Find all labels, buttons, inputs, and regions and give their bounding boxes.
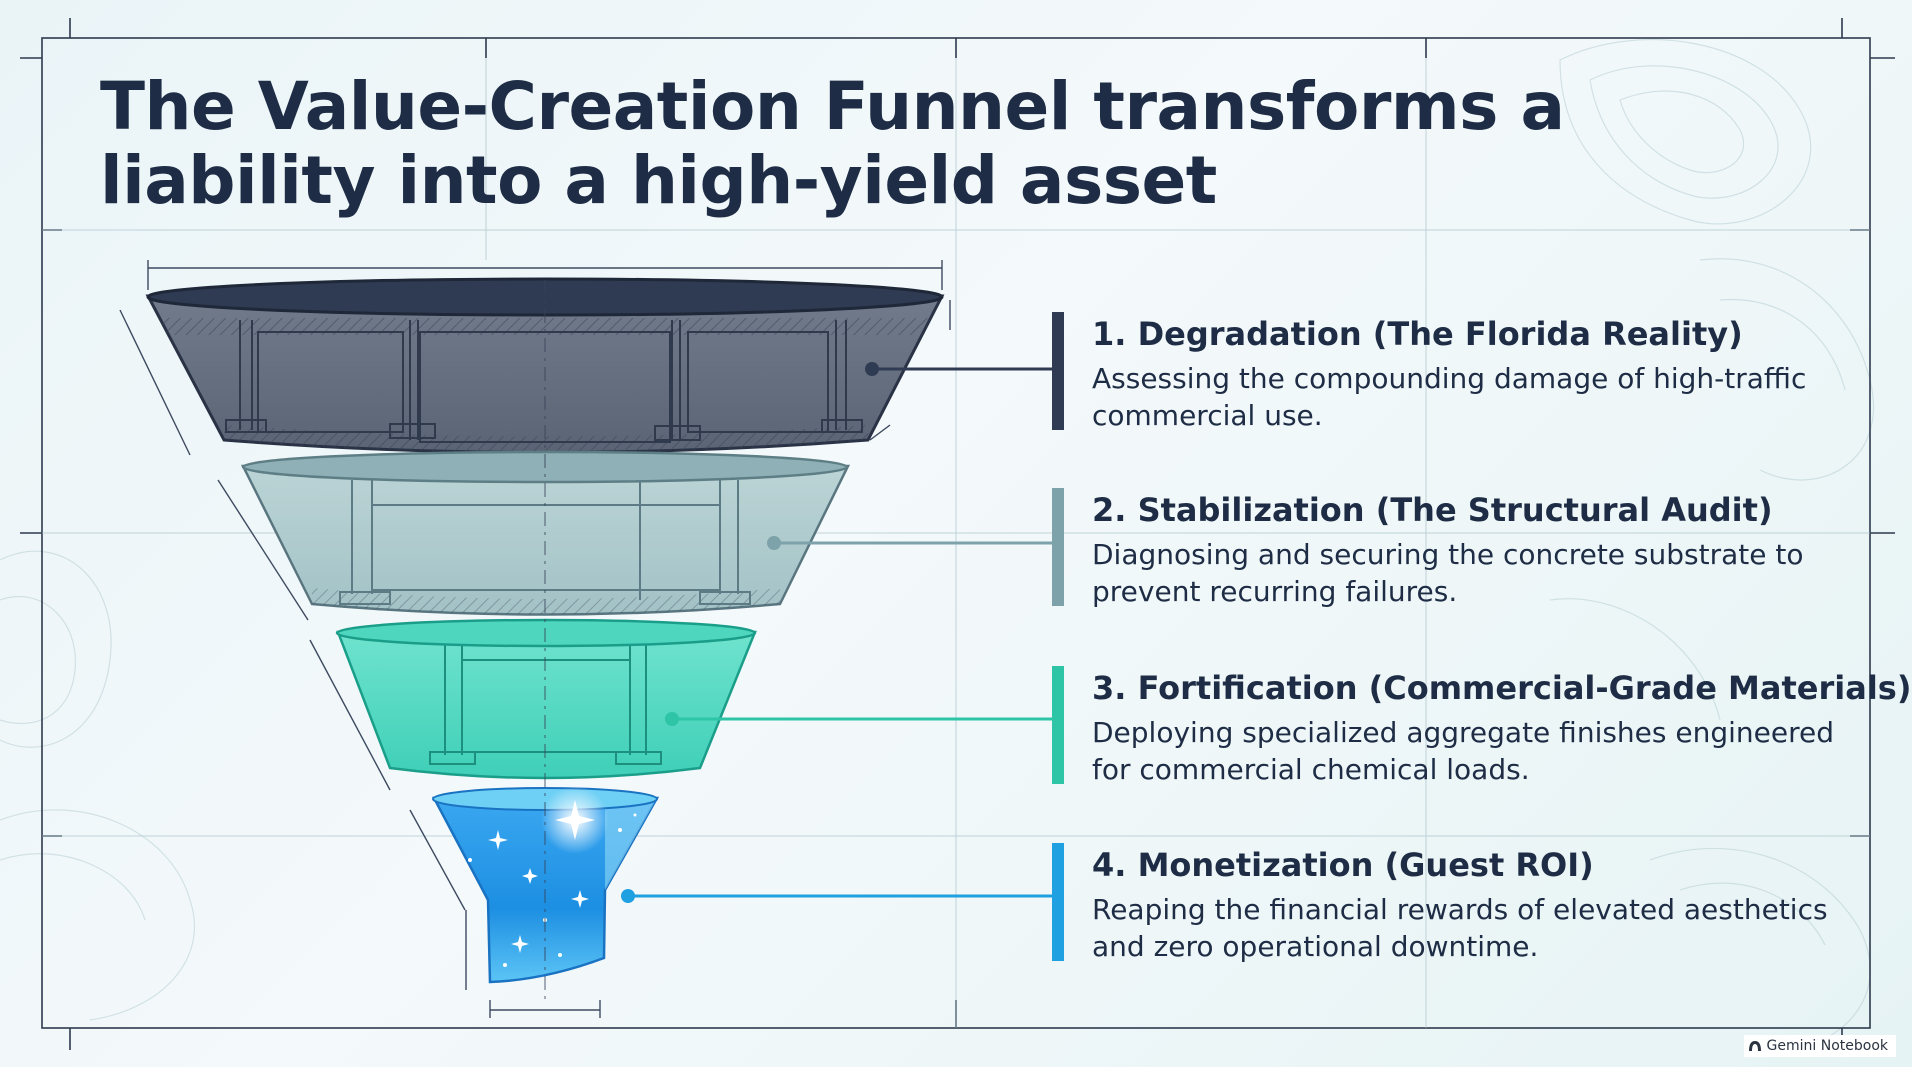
stage-color-bar xyxy=(1052,488,1064,606)
stage-description: Reaping the financial rewards of elevate… xyxy=(1092,893,1828,963)
watermark-text: Gemini Notebook xyxy=(1766,1038,1888,1054)
stage-description: Diagnosing and securing the concrete sub… xyxy=(1092,538,1804,608)
stage-description: Deploying specialized aggregate finishes… xyxy=(1092,716,1835,786)
stage-color-bar xyxy=(1052,666,1064,784)
notebook-logo-icon xyxy=(1748,1041,1761,1051)
dimension-lines xyxy=(119,260,951,1018)
stage-heading: 1. Degradation (The Florida Reality) xyxy=(1092,315,1743,353)
contour-lines xyxy=(0,39,1875,1051)
page-title: The Value-Creation Funnel transforms a l… xyxy=(100,68,1565,219)
funnel-layer-fortification xyxy=(335,618,757,780)
stage-heading: 4. Monetization (Guest ROI) xyxy=(1092,846,1594,884)
watermark: Gemini Notebook xyxy=(1743,1035,1896,1057)
stage-color-bar xyxy=(1052,843,1064,961)
connector-lines xyxy=(621,362,1052,903)
funnel-layer-stabilization xyxy=(240,450,851,616)
stage-color-bar xyxy=(1052,312,1064,430)
stage-description: Assessing the compounding damage of high… xyxy=(1092,362,1807,432)
funnel-diagram xyxy=(119,260,951,1018)
stage-heading: 3. Fortification (Commercial-Grade Mater… xyxy=(1092,669,1912,707)
stage-heading: 2. Stabilization (The Structural Audit) xyxy=(1092,491,1773,529)
